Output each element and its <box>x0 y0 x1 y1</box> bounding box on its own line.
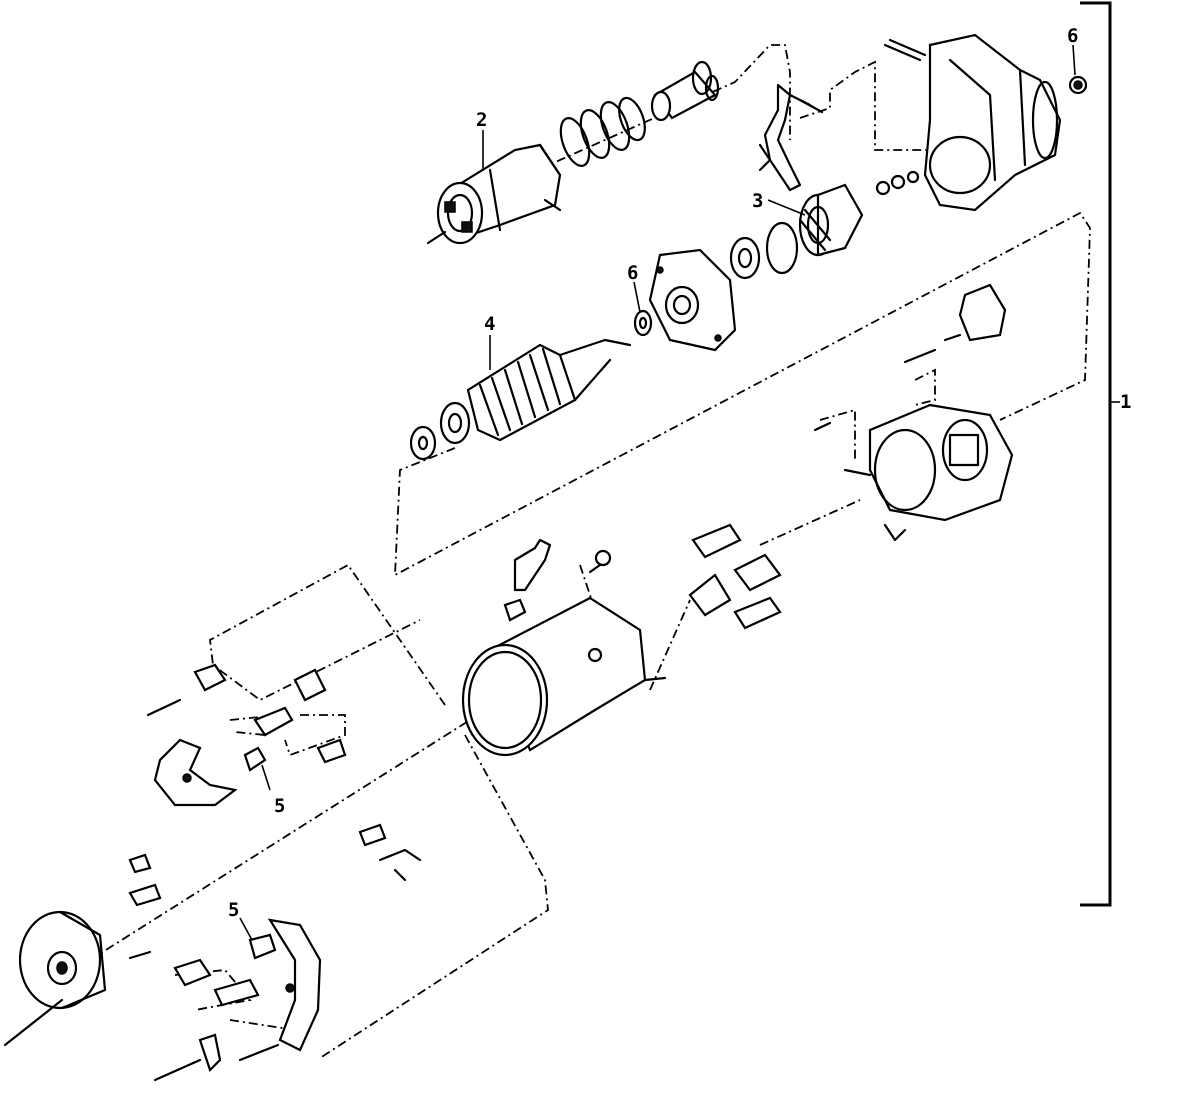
small-screws <box>813 348 937 432</box>
drive-housing <box>883 33 1062 212</box>
callout-1: 1 <box>1120 391 1131 413</box>
brush-holder-lower <box>128 853 322 1082</box>
solenoid <box>426 143 562 245</box>
pole-shoe-top-right <box>943 283 1007 342</box>
callout-2: 2 <box>476 109 487 131</box>
callout-6-bushing: 6 <box>1067 25 1078 47</box>
callout-5-lower: 5 <box>228 899 239 921</box>
callout-4: 4 <box>484 313 495 335</box>
brush-holder-upper <box>146 663 422 882</box>
washer-6 <box>633 309 653 337</box>
assembly-bracket <box>1080 1 1120 907</box>
solenoid-plunger <box>650 60 720 122</box>
bushing-top <box>1068 75 1088 95</box>
center-plate <box>648 248 737 352</box>
callout-leaders <box>239 44 1076 941</box>
drive-assembly <box>729 170 920 280</box>
callout-3: 3 <box>752 190 763 212</box>
plunger-spring <box>559 96 646 167</box>
field-coil-assembly <box>843 403 1014 542</box>
commutator-end-frame <box>3 910 152 1047</box>
armature <box>409 338 632 461</box>
frame-screw <box>588 549 612 574</box>
alignment-lines <box>89 44 1091 1059</box>
shift-lever <box>758 83 824 192</box>
pole-shoes <box>688 523 782 630</box>
grommet <box>503 598 527 622</box>
terminal-strap <box>513 538 552 592</box>
callout-5-upper: 5 <box>274 795 285 817</box>
field-frame <box>461 596 667 757</box>
callout-6-washer: 6 <box>627 262 638 284</box>
